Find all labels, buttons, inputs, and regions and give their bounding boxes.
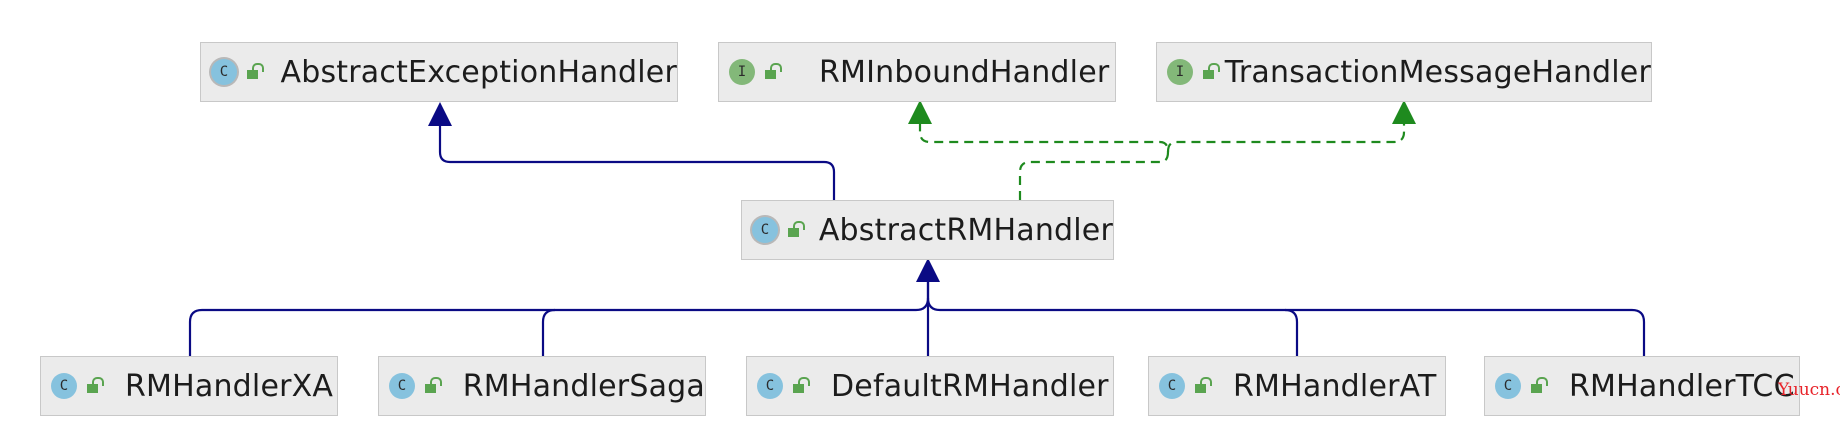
class-icon: C xyxy=(757,373,783,399)
edge-extends-rm-handler-saga xyxy=(541,308,556,356)
abstract-class-icon: C xyxy=(211,59,237,85)
node-rm-handler-xa[interactable]: C RMHandlerXA xyxy=(40,356,338,416)
watermark: Yuucn.com xyxy=(1778,380,1840,400)
node-rm-handler-saga[interactable]: C RMHandlerSaga xyxy=(378,356,706,416)
node-label: RMHandlerXA xyxy=(125,368,334,404)
edge-extends-rm-handler-xa xyxy=(188,282,930,356)
node-label: AbstractExceptionHandler xyxy=(280,54,677,90)
node-label: RMHandlerTCC xyxy=(1569,368,1795,404)
public-lock-icon xyxy=(765,63,782,79)
edge-implements-rm-inbound-handler xyxy=(918,124,1170,200)
interface-icon: I xyxy=(729,59,755,85)
node-default-rm-handler[interactable]: C DefaultRMHandler xyxy=(746,356,1114,416)
class-icon: C xyxy=(51,373,77,399)
node-abstract-exception-handler[interactable]: C AbstractExceptionHandler xyxy=(200,42,678,102)
public-lock-icon xyxy=(247,63,264,79)
node-label: RMHandlerAT xyxy=(1233,368,1437,404)
edge-extends-rm-handler-at xyxy=(926,297,1299,356)
node-rm-handler-at[interactable]: C RMHandlerAT xyxy=(1148,356,1446,416)
public-lock-icon xyxy=(788,221,805,237)
public-lock-icon xyxy=(1203,63,1220,79)
class-icon: C xyxy=(389,373,415,399)
node-transaction-message-handler[interactable]: I TransactionMessageHandler xyxy=(1156,42,1652,102)
public-lock-icon xyxy=(87,377,104,393)
interface-icon: I xyxy=(1167,59,1193,85)
public-lock-icon xyxy=(1531,377,1548,393)
node-rm-handler-tcc[interactable]: C RMHandlerTCC xyxy=(1484,356,1800,416)
node-abstract-rm-handler[interactable]: C AbstractRMHandler xyxy=(741,200,1114,260)
edge-implements-transaction-message-handler xyxy=(1166,124,1406,153)
node-label: DefaultRMHandler xyxy=(831,368,1109,404)
node-label: AbstractRMHandler xyxy=(818,212,1113,248)
node-label: RMHandlerSaga xyxy=(462,368,705,404)
node-rm-inbound-handler[interactable]: I RMInboundHandler xyxy=(718,42,1116,102)
arrow-head-implements xyxy=(908,100,932,124)
edge-extends-rm-handler-tcc xyxy=(1285,308,1646,356)
node-label: RMInboundHandler xyxy=(819,54,1110,90)
arrow-head-extends xyxy=(428,102,452,126)
arrow-head-implements xyxy=(1392,100,1416,124)
public-lock-icon xyxy=(425,377,442,393)
public-lock-icon xyxy=(793,377,810,393)
arrow-head-extends xyxy=(916,258,940,282)
public-lock-icon xyxy=(1195,377,1212,393)
class-icon: C xyxy=(1495,373,1521,399)
node-label: TransactionMessageHandler xyxy=(1224,54,1651,90)
edges xyxy=(188,100,1646,356)
abstract-class-icon: C xyxy=(752,217,778,243)
class-icon: C xyxy=(1159,373,1185,399)
edge-extends-abstract-exception-handler xyxy=(438,124,836,200)
